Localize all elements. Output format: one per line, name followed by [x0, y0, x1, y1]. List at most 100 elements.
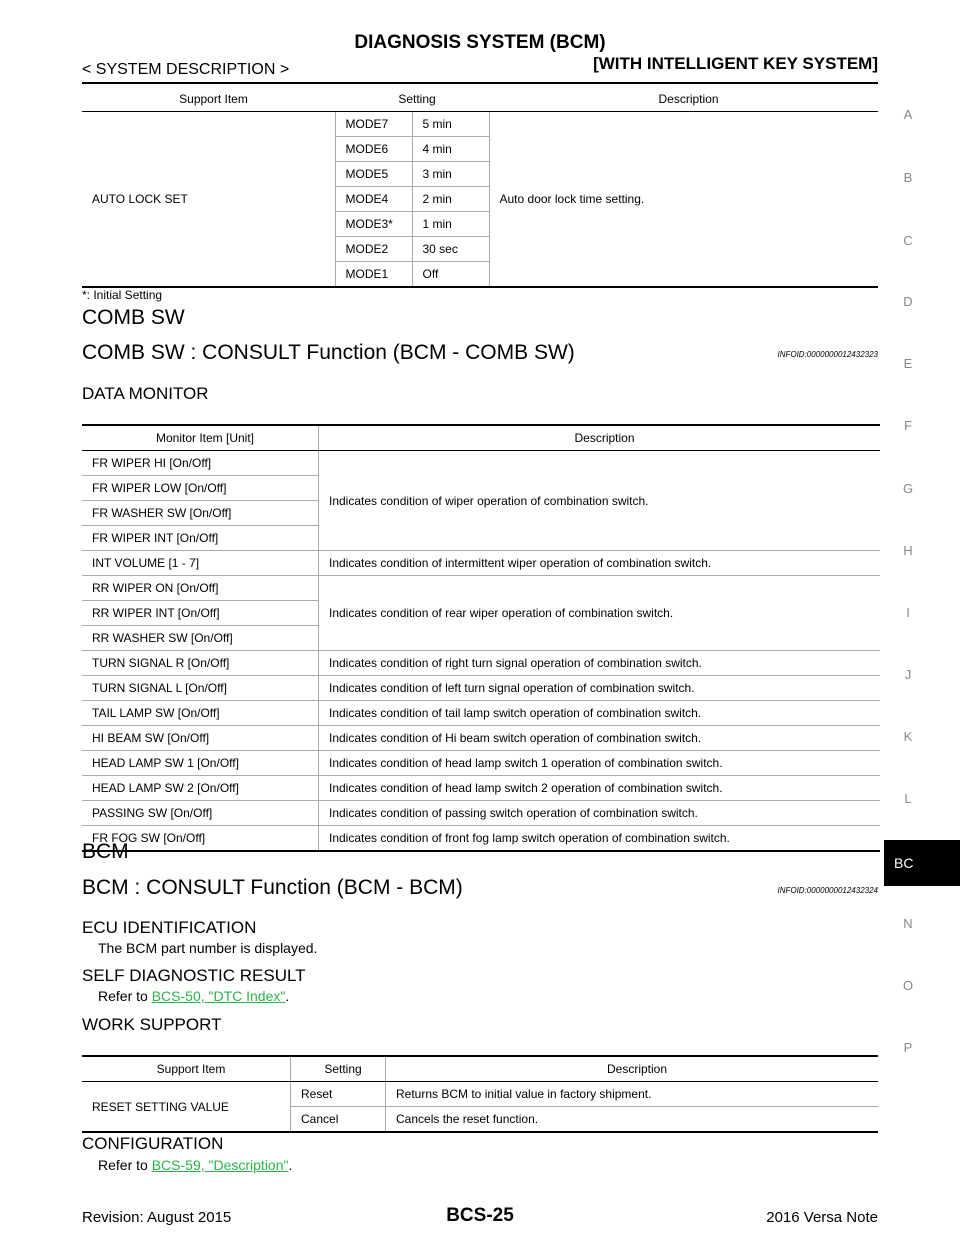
- comb-sw-infoid: INFOID:0000000012432323: [777, 350, 878, 359]
- revision-date: Revision: August 2015: [82, 1209, 232, 1226]
- ecu-identification-heading: ECU IDENTIFICATION: [82, 918, 257, 937]
- side-index-i[interactable]: I: [906, 605, 910, 620]
- monitor-item: HEAD LAMP SW 1 [On/Off]: [82, 750, 319, 776]
- side-index-f[interactable]: F: [904, 418, 912, 433]
- monitor-item: HEAD LAMP SW 2 [On/Off]: [82, 775, 319, 801]
- monitor-item: FR FOG SW [On/Off]: [82, 825, 319, 852]
- bcm-heading: BCM: [82, 840, 129, 863]
- col-description: Description: [318, 424, 880, 451]
- monitor-item: FR WASHER SW [On/Off]: [82, 500, 319, 526]
- monitor-description: Indicates condition of left turn signal …: [318, 675, 880, 701]
- monitor-description: Indicates condition of wiper operation o…: [318, 450, 880, 551]
- auto-lock-table: Support Item Setting Description AUTO LO…: [82, 87, 878, 288]
- monitor-item: RR WIPER ON [On/Off]: [82, 575, 319, 601]
- period: .: [288, 1157, 293, 1173]
- monitor-item: FR WIPER LOW [On/Off]: [82, 475, 319, 501]
- monitor-item: HI BEAM SW [On/Off]: [82, 725, 319, 751]
- setting: Cancel: [290, 1106, 386, 1133]
- description: Cancels the reset function.: [385, 1106, 878, 1133]
- monitor-description: Indicates condition of rear wiper operat…: [318, 575, 880, 651]
- setting-value: Off: [411, 261, 489, 288]
- refer-prefix: Refer to: [98, 988, 152, 1004]
- setting-mode: MODE5: [334, 161, 412, 187]
- setting-value: 3 min: [411, 161, 489, 187]
- support-item: RESET SETTING VALUE: [82, 1081, 291, 1133]
- side-index-o[interactable]: O: [902, 978, 914, 993]
- data-monitor-table: Monitor Item [Unit] Description FR WIPER…: [82, 424, 880, 852]
- col-description: Description: [489, 87, 878, 112]
- setting-mode: MODE3*: [334, 211, 412, 237]
- auto-lock-item: AUTO LOCK SET: [82, 111, 335, 288]
- setting-value: 5 min: [411, 111, 489, 137]
- setting-mode: MODE1: [334, 261, 412, 288]
- col-description: Description: [385, 1055, 878, 1082]
- configuration-text: Refer to BCS-59, "Description".: [98, 1157, 292, 1173]
- description-link[interactable]: BCS-59, "Description": [151, 1157, 289, 1173]
- side-index-e[interactable]: E: [903, 356, 913, 371]
- monitor-description: Indicates condition of Hi beam switch op…: [318, 725, 880, 751]
- side-index-b[interactable]: B: [903, 170, 913, 185]
- monitor-description: Indicates condition of front fog lamp sw…: [318, 825, 880, 852]
- setting: Reset: [290, 1081, 386, 1107]
- vehicle-model: 2016 Versa Note: [766, 1209, 878, 1226]
- monitor-item: INT VOLUME [1 - 7]: [82, 550, 319, 576]
- monitor-description: Indicates condition of head lamp switch …: [318, 750, 880, 776]
- monitor-item: TURN SIGNAL R [On/Off]: [82, 650, 319, 676]
- side-index-c[interactable]: C: [903, 233, 913, 248]
- monitor-description: Indicates condition of head lamp switch …: [318, 775, 880, 801]
- side-index-h[interactable]: H: [903, 543, 913, 558]
- side-index-d[interactable]: D: [903, 294, 913, 309]
- section-label: < SYSTEM DESCRIPTION >: [82, 61, 290, 78]
- monitor-item: RR WASHER SW [On/Off]: [82, 625, 319, 651]
- refer-prefix: Refer to: [98, 1157, 152, 1173]
- comb-sw-heading: COMB SW: [82, 306, 185, 329]
- col-support-item: Support Item: [82, 1055, 291, 1082]
- ecu-identification-text: The BCM part number is displayed.: [98, 940, 318, 956]
- work-support-heading: WORK SUPPORT: [82, 1015, 222, 1034]
- self-diagnostic-heading: SELF DIAGNOSTIC RESULT: [82, 966, 306, 985]
- system-label: [WITH INTELLIGENT KEY SYSTEM]: [593, 54, 878, 73]
- side-index-j[interactable]: J: [904, 667, 912, 682]
- col-setting: Setting: [335, 87, 489, 112]
- col-setting: Setting: [290, 1055, 386, 1082]
- setting-value: 1 min: [411, 211, 489, 237]
- col-monitor-item: Monitor Item [Unit]: [82, 424, 319, 451]
- side-index-p[interactable]: P: [903, 1040, 913, 1055]
- monitor-description: Indicates condition of intermittent wipe…: [318, 550, 880, 576]
- configuration-heading: CONFIGURATION: [82, 1134, 224, 1153]
- setting-value: 4 min: [411, 136, 489, 162]
- setting-value: 30 sec: [411, 236, 489, 262]
- monitor-item: PASSING SW [On/Off]: [82, 800, 319, 826]
- setting-mode: MODE7: [334, 111, 412, 137]
- bcm-subheading: BCM : CONSULT Function (BCM - BCM): [82, 876, 463, 899]
- monitor-description: Indicates condition of right turn signal…: [318, 650, 880, 676]
- setting-mode: MODE2: [334, 236, 412, 262]
- description: Returns BCM to initial value in factory …: [385, 1081, 878, 1107]
- monitor-item: FR WIPER INT [On/Off]: [82, 525, 319, 551]
- initial-setting-note: *: Initial Setting: [82, 288, 163, 302]
- data-monitor-heading: DATA MONITOR: [82, 384, 209, 403]
- work-support-table: Support Item Setting Description RESET S…: [82, 1055, 878, 1133]
- self-diagnostic-text: Refer to BCS-50, "DTC Index".: [98, 988, 289, 1004]
- side-index-n[interactable]: N: [903, 916, 913, 931]
- period: .: [285, 988, 290, 1004]
- side-index-a[interactable]: A: [903, 107, 913, 122]
- col-support-item: Support Item: [82, 87, 335, 112]
- bcm-infoid: INFOID:0000000012432324: [777, 886, 878, 895]
- dtc-index-link[interactable]: BCS-50, "DTC Index": [151, 988, 286, 1004]
- comb-sw-subheading: COMB SW : CONSULT Function (BCM - COMB S…: [82, 341, 575, 364]
- side-index-k[interactable]: K: [903, 729, 913, 744]
- auto-lock-description: Auto door lock time setting.: [488, 111, 878, 288]
- monitor-description: Indicates condition of tail lamp switch …: [318, 700, 880, 726]
- page-number: BCS-25: [446, 1205, 514, 1226]
- monitor-description: Indicates condition of passing switch op…: [318, 800, 880, 826]
- side-index-l[interactable]: L: [904, 791, 912, 806]
- monitor-item: TURN SIGNAL L [On/Off]: [82, 675, 319, 701]
- side-index-g[interactable]: G: [902, 481, 914, 496]
- setting-mode: MODE4: [334, 186, 412, 212]
- header-rule: [82, 82, 878, 84]
- monitor-item: TAIL LAMP SW [On/Off]: [82, 700, 319, 726]
- setting-value: 2 min: [411, 186, 489, 212]
- monitor-item: RR WIPER INT [On/Off]: [82, 600, 319, 626]
- side-index-bc-active[interactable]: BC: [884, 840, 960, 886]
